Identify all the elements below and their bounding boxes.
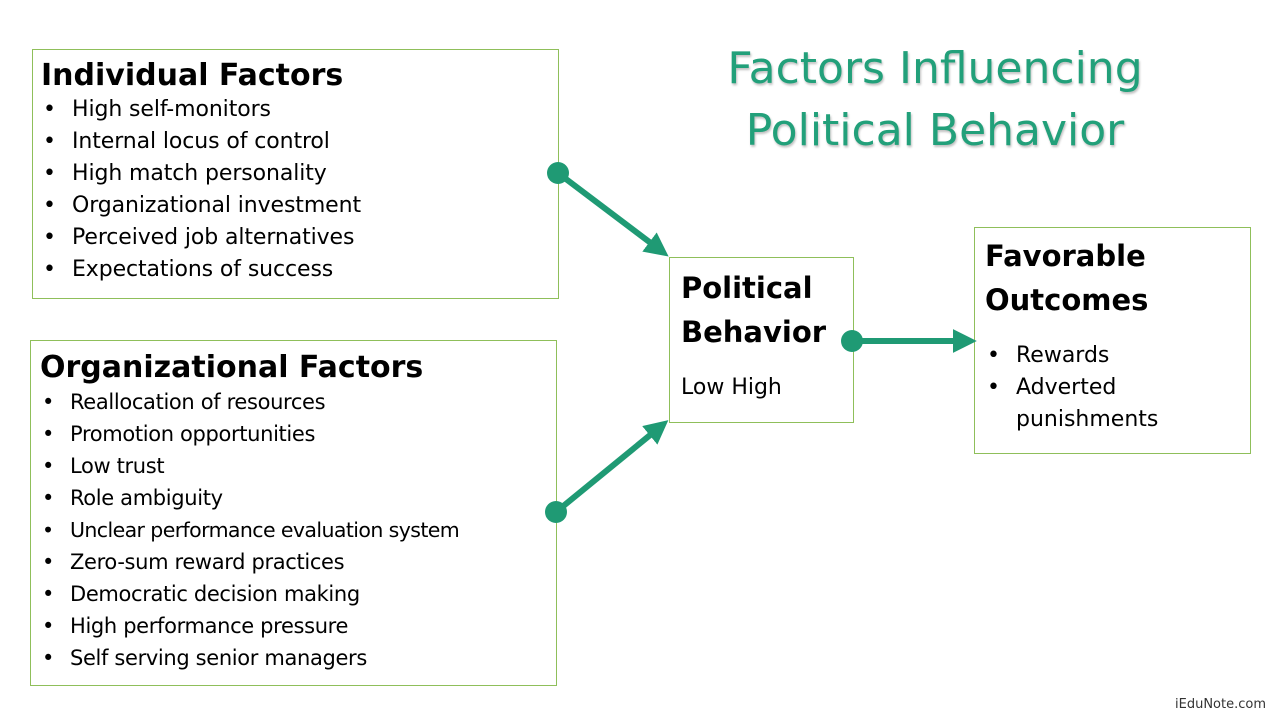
individual-factors-heading: Individual Factors	[41, 58, 344, 93]
political-behavior-heading-line-1: Political	[681, 271, 813, 305]
organizational-factors-box: Organizational Factors Reallocation of r…	[30, 340, 557, 686]
individual-factors-list: High self-monitors Internal locus of con…	[41, 94, 558, 286]
connector-dot	[841, 330, 863, 352]
list-item: Rewards	[985, 340, 1236, 372]
list-item: Expectations of success	[41, 254, 558, 286]
connector-dot	[545, 501, 567, 523]
list-item: High performance pressure	[40, 610, 556, 642]
political-behavior-heading-line-2: Behavior	[681, 315, 827, 349]
watermark: iEduNote.com	[1175, 697, 1266, 712]
individual-factors-box: Individual Factors High self-monitors In…	[32, 49, 559, 299]
favorable-outcomes-list: Rewards Adverted punishments	[985, 340, 1250, 436]
title-line-1: Factors Influencing	[727, 43, 1143, 94]
list-item: Role ambiguity	[40, 482, 556, 514]
title-line-2: Political Behavior	[745, 105, 1125, 156]
list-item: Self serving senior managers	[40, 642, 556, 674]
list-item: Low trust	[40, 450, 556, 482]
list-item: High match personality	[41, 158, 558, 190]
list-item: Perceived job alternatives	[41, 222, 558, 254]
list-item: Unclear performance evaluation system	[40, 514, 556, 546]
diagram-title: Factors Influencing Political Behavior	[650, 38, 1220, 162]
list-item: Reallocation of resources	[40, 386, 556, 418]
list-item: Adverted punishments	[985, 372, 1236, 436]
list-item: High self-monitors	[41, 94, 558, 126]
favorable-outcomes-heading-line-1: Favorable	[985, 239, 1146, 273]
organizational-factors-heading: Organizational Factors	[40, 350, 424, 385]
arrow-individual-to-political	[547, 162, 669, 257]
connector-dot	[547, 162, 569, 184]
arrow-organizational-to-political	[545, 420, 669, 523]
list-item: Promotion opportunities	[40, 418, 556, 450]
list-item: Zero-sum reward practices	[40, 546, 556, 578]
list-item: Internal locus of control	[41, 126, 558, 158]
arrow-political-to-outcomes	[841, 329, 977, 353]
list-item: Organizational investment	[41, 190, 558, 222]
favorable-outcomes-heading-line-2: Outcomes	[985, 283, 1149, 317]
favorable-outcomes-box: Favorable Outcomes Rewards Adverted puni…	[974, 227, 1251, 454]
political-behavior-scale: Low High	[681, 375, 782, 400]
political-behavior-box: Political Behavior Low High	[669, 257, 854, 423]
list-item: Democratic decision making	[40, 578, 556, 610]
organizational-factors-list: Reallocation of resources Promotion oppo…	[40, 386, 556, 674]
